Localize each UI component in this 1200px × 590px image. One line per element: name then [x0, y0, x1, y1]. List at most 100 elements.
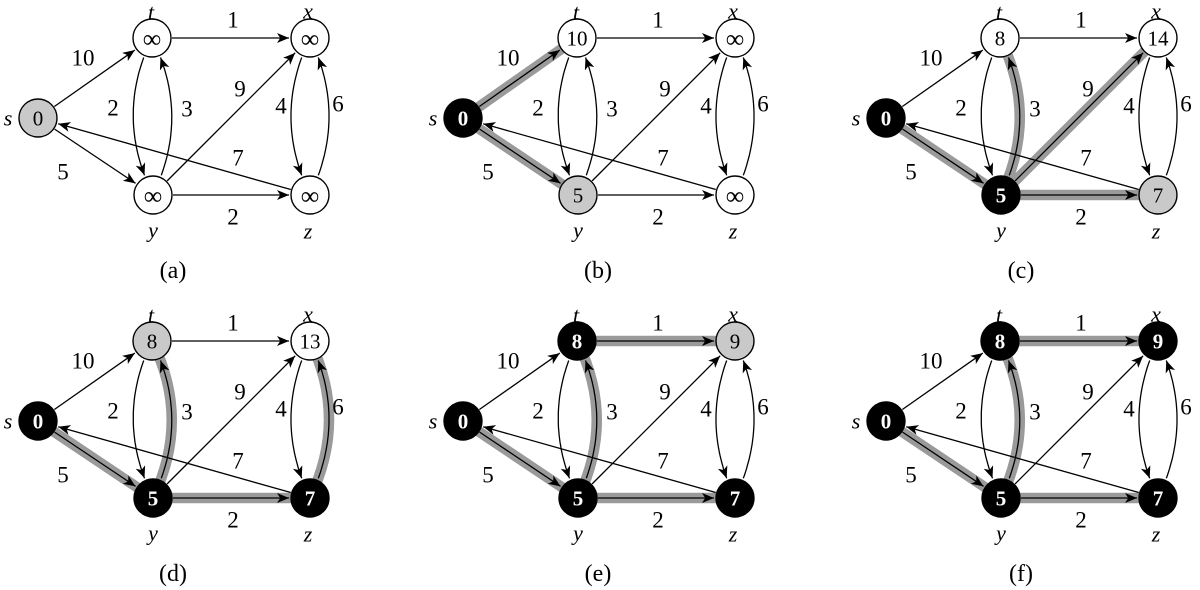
node-z-label: z: [303, 219, 313, 244]
edge-weight-z-x: 6: [1180, 395, 1192, 420]
edge-weight-y-x: 9: [234, 380, 246, 405]
edge-weight-t-y: 2: [532, 96, 544, 121]
node-s-a: [18, 98, 58, 138]
node-z-e: [715, 478, 755, 518]
node-z-label: z: [303, 522, 313, 547]
node-y-c: [981, 175, 1021, 215]
node-t-label: t: [148, 303, 155, 328]
edge-s-t: [478, 352, 561, 411]
edge-weight-z-s: 7: [232, 449, 244, 474]
node-x-f: [1138, 321, 1178, 361]
node-s-value: 0: [881, 410, 892, 434]
edge-s-y: [54, 431, 136, 487]
edge-t-y: [132, 57, 146, 176]
node-t-label: t: [996, 0, 1003, 25]
edge-weight-s-y: 5: [57, 160, 69, 185]
node-z-label: z: [1151, 522, 1161, 547]
node-z-value: 7: [1153, 487, 1164, 511]
node-y-d: [133, 478, 173, 518]
node-t-b: [557, 18, 597, 58]
node-s-d: [18, 401, 58, 441]
caption-e: (e): [585, 561, 612, 587]
node-x-label: x: [727, 302, 738, 327]
node-s-label: s: [4, 106, 13, 131]
node-z-value: 7: [730, 487, 741, 511]
node-y-label: y: [994, 521, 1006, 546]
node-z-value: 7: [1153, 184, 1164, 208]
node-x-label: x: [727, 0, 738, 24]
node-y-value: 5: [996, 487, 1007, 511]
node-y-label: y: [571, 521, 583, 546]
node-y-value: ∞: [144, 182, 163, 211]
node-s-label: s: [4, 409, 13, 434]
edge-weight-z-s: 7: [1080, 449, 1092, 474]
node-y-value: 5: [573, 184, 584, 208]
edge-weight-y-x: 9: [659, 77, 671, 102]
node-t-value: 8: [995, 27, 1006, 51]
edge-weight-y-t: 3: [1029, 400, 1041, 425]
node-y-value: 5: [573, 487, 584, 511]
node-x-label: x: [302, 302, 313, 327]
edge-weight-x-z: 4: [700, 94, 712, 119]
edge-weight-s-t: 10: [920, 349, 943, 374]
node-x-b: [715, 18, 755, 58]
edge-weight-t-y: 2: [955, 399, 967, 424]
edge-x-z: [1138, 360, 1151, 479]
node-t-value: 8: [147, 330, 158, 354]
node-t-c: [980, 18, 1020, 58]
edge-s-t: [901, 352, 984, 411]
edge-z-s: [483, 425, 716, 494]
node-s-label: s: [429, 106, 438, 131]
edge-t-y: [980, 57, 994, 176]
node-t-value: 8: [572, 330, 583, 354]
node-z-label: z: [728, 522, 738, 547]
node-x-value: ∞: [301, 25, 320, 54]
node-x-label: x: [302, 0, 313, 24]
node-s-value: 0: [458, 410, 469, 434]
node-x-e: [715, 321, 755, 361]
edge-y-t: [159, 360, 173, 479]
edge-weight-z-x: 6: [1180, 92, 1192, 117]
node-z-a: [290, 175, 330, 215]
node-z-value: ∞: [726, 182, 745, 211]
node-s-label: s: [852, 409, 861, 434]
edge-s-t: [53, 352, 136, 411]
edge-z-s: [483, 122, 716, 191]
node-y-label: y: [146, 521, 158, 546]
edge-y-t: [1007, 57, 1021, 176]
edge-z-x: [317, 360, 330, 479]
edge-t-y: [557, 57, 571, 176]
edge-y-x: [591, 52, 721, 182]
edge-weight-y-x: 9: [659, 380, 671, 405]
edge-s-y: [479, 128, 561, 184]
edge-weight-y-z: 2: [227, 205, 239, 230]
node-t-label: t: [573, 303, 580, 328]
node-y-f: [981, 478, 1021, 518]
node-z-value: ∞: [301, 182, 320, 211]
edge-weight-t-x: 1: [652, 311, 664, 336]
edge-y-t: [1007, 360, 1021, 479]
node-t-f: [980, 321, 1020, 361]
edge-weight-z-x: 6: [757, 92, 769, 117]
edge-weight-s-y: 5: [905, 463, 917, 488]
edge-z-s: [906, 425, 1139, 494]
edge-z-x: [1165, 360, 1178, 479]
edge-s-y: [902, 431, 984, 487]
edge-t-y: [980, 360, 994, 479]
edge-weight-t-y: 2: [532, 399, 544, 424]
caption-f: (f): [1009, 561, 1033, 587]
edge-z-s: [58, 425, 291, 494]
edge-weight-s-y: 5: [905, 160, 917, 185]
node-z-f: [1138, 478, 1178, 518]
node-z-c: [1138, 175, 1178, 215]
node-s-value: 0: [458, 107, 469, 131]
node-x-a: [290, 18, 330, 58]
node-y-label: y: [571, 218, 583, 243]
node-y-value: 5: [148, 487, 159, 511]
edge-s-y: [479, 431, 561, 487]
edge-weight-t-x: 1: [1075, 311, 1087, 336]
caption-b: (b): [584, 258, 612, 284]
